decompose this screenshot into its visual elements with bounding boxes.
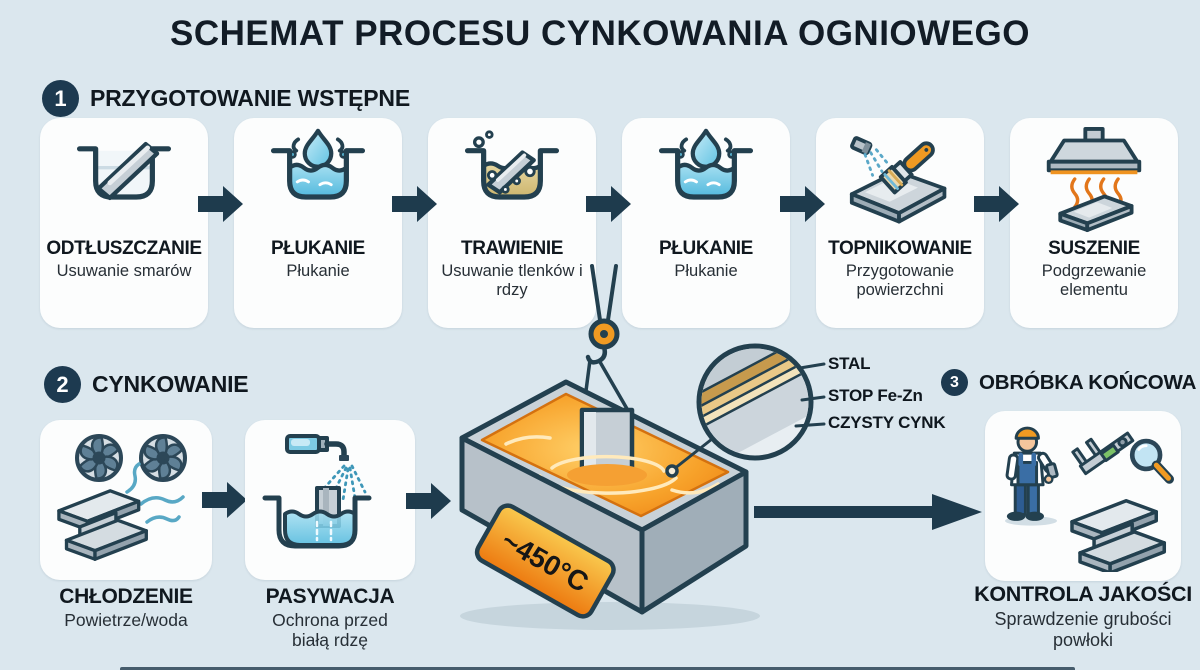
fluxing-brush-icon xyxy=(837,126,963,234)
step-title: TRAWIENIE xyxy=(461,238,563,259)
step-title: TOPNIKOWANIE xyxy=(828,238,972,259)
step-subtitle: Powietrze/woda xyxy=(64,610,188,630)
step-title: SUSZENIE xyxy=(1048,238,1140,259)
step-card-chlodzenie xyxy=(40,420,212,580)
layer-label-czysty-cynk: CZYSTY CYNK xyxy=(828,413,946,432)
step-subtitle: Płukanie xyxy=(286,262,350,280)
step-subtitle: Przygotowanie powierzchni xyxy=(845,262,955,299)
step-title: CHŁODZENIE xyxy=(59,585,193,608)
flow-arrow-long-icon xyxy=(754,491,984,538)
step-card-suszenie: SUSZENIE Podgrzewanie elementu xyxy=(1010,118,1178,328)
step-subtitle: Usuwanie tlenków i rdzy xyxy=(441,262,583,299)
section-2-label: CYNKOWANIE xyxy=(92,371,249,397)
flow-arrow-icon xyxy=(392,184,438,224)
pasywacja-caption: PASYWACJA Ochrona przed białą rdzę xyxy=(230,585,430,651)
passivation-spray-icon xyxy=(257,428,403,573)
section-1-label: PRZYGOTOWANIE WSTĘPNE xyxy=(90,85,410,111)
bottom-divider xyxy=(120,667,1075,670)
section-3-header: 3 OBRÓBKA KOŃCOWA xyxy=(941,369,1196,396)
step-card-topnikowanie: TOPNIKOWANIE Przygotowanie powierzchni xyxy=(816,118,984,328)
step-card-plukanie-2: PŁUKANIE Płukanie xyxy=(622,118,790,328)
galvanizing-bath-illustration: ~450°C xyxy=(440,262,770,639)
step-subtitle: Ochrona przed białą rdzę xyxy=(272,610,388,650)
section-3-label: OBRÓBKA KOŃCOWA xyxy=(979,370,1197,394)
pickling-bath-icon xyxy=(449,126,575,234)
step-title: ODTŁUSZCZANIE xyxy=(46,238,202,259)
stage-1-steps-row: ODTŁUSZCZANIE Usuwanie smarów xyxy=(40,118,1178,328)
section-2-header: 2 CYNKOWANIE xyxy=(44,366,249,403)
section-2-number-badge: 2 xyxy=(44,366,81,403)
step-subtitle: Podgrzewanie elementu xyxy=(1041,262,1147,299)
flow-arrow-icon xyxy=(780,184,826,224)
rinse-bath-icon xyxy=(255,126,381,234)
kontrola-caption: KONTROLA JAKOŚCI Sprawdzenie grubości po… xyxy=(958,582,1200,650)
layer-label-stal: STAL xyxy=(828,354,871,373)
section-1-number-badge: 1 xyxy=(42,80,79,117)
section-3-number-badge: 3 xyxy=(941,369,968,396)
cooling-fans-icon xyxy=(51,430,201,571)
chlodzenie-caption: CHŁODZENIE Powietrze/woda xyxy=(20,585,232,631)
flow-arrow-icon xyxy=(201,480,249,525)
drying-hood-icon xyxy=(1031,126,1157,234)
coating-layers-inset xyxy=(650,328,950,485)
flow-arrow-icon xyxy=(198,184,244,224)
step-subtitle: Płukanie xyxy=(674,262,738,280)
step-card-odtluszczanie: ODTŁUSZCZANIE Usuwanie smarów xyxy=(40,118,208,328)
step-title: PŁUKANIE xyxy=(271,238,365,259)
layer-label-stop-fe-zn: STOP Fe-Zn xyxy=(828,386,923,405)
degreasing-bath-icon xyxy=(61,126,187,234)
step-card-plukanie-1: PŁUKANIE Płukanie xyxy=(234,118,402,328)
step-title: PŁUKANIE xyxy=(659,238,753,259)
page-title: SCHEMAT PROCESU CYNKOWANIA OGNIOWEGO xyxy=(170,14,1030,53)
flow-arrow-icon xyxy=(586,184,632,224)
quality-inspection-icon xyxy=(990,416,1176,577)
step-card-pasywacja xyxy=(245,420,415,580)
step-title: PASYWACJA xyxy=(265,585,395,608)
section-1-header: 1 PRZYGOTOWANIE WSTĘPNE xyxy=(42,80,410,117)
step-subtitle: Sprawdzenie grubości powłoki xyxy=(994,609,1172,650)
step-subtitle: Usuwanie smarów xyxy=(56,262,192,280)
flow-arrow-icon xyxy=(974,184,1020,224)
step-title: KONTROLA JAKOŚCI xyxy=(974,582,1192,606)
rinse-bath-icon xyxy=(643,126,769,234)
step-card-kontrola-jakosci xyxy=(985,411,1181,581)
step-card-trawienie: TRAWIENIE Usuwanie tlenków i rdzy xyxy=(428,118,596,328)
